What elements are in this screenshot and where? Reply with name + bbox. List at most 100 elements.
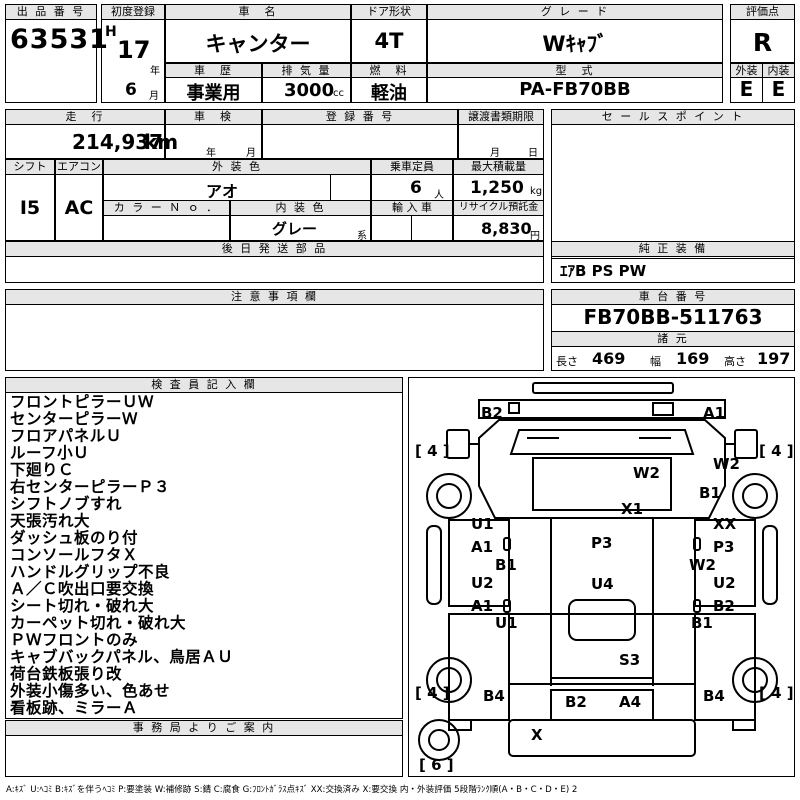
transfer-day-unit: 日 <box>528 148 538 159</box>
mark-a1-left-bed: A1 <box>471 597 494 615</box>
inspector-remark: 荷台鉄板張り改 <box>10 665 123 683</box>
inspector-remark: フロントピラーＵＷ <box>10 393 155 411</box>
genuine-label: 純 正 装 備 <box>551 241 795 257</box>
lot-label: 出 品 番 号 <box>5 4 97 20</box>
inspector-remark: 外装小傷多い、色あせ <box>10 682 171 700</box>
history-label: 車 歴 <box>165 63 262 78</box>
mark-b2-front-left: B2 <box>481 404 503 422</box>
score-int: E <box>771 77 786 101</box>
reg-no-label: 登 録 番 号 <box>262 109 458 125</box>
car-name-cell <box>165 19 351 63</box>
transfer-label: 譲渡書類期限 <box>458 109 544 125</box>
specs-height-label: 高さ <box>724 355 746 368</box>
color-no-cell <box>103 215 230 241</box>
mark-w2-windshield: W2 <box>633 464 660 482</box>
car-name: キャンター <box>205 32 311 56</box>
vehicle-outline <box>418 382 778 761</box>
legend: A:ｷｽﾞ U:ﾍｺﾐ B:ｷｽﾞを伴うﾍｺﾐ P:要塗装 W:補修跡 S:錆 … <box>6 785 578 795</box>
sales-point-label: セ ー ル ス ポ イ ン ト <box>551 109 795 125</box>
int-color-cell <box>230 215 371 241</box>
mark-u2-right-bed: U2 <box>713 574 736 592</box>
recycle-unit: 円 <box>530 231 540 242</box>
mileage-value: 214,937 <box>72 130 164 154</box>
specs-width: 169 <box>676 349 710 368</box>
grade-label: グ レ ー ド <box>427 4 723 20</box>
lot-cell <box>5 19 97 103</box>
mark-b1-left-pillar: B1 <box>495 556 517 574</box>
first-reg-month: 6 <box>125 80 137 100</box>
capacity-label: 乗車定員 <box>371 159 453 175</box>
inspector-remark: キャブバックパネル、鳥居ＡＵ <box>10 648 234 666</box>
mark-u1-left-lower: U1 <box>495 614 518 632</box>
inspector-remark: カーペット切れ・破れ大 <box>10 614 187 632</box>
doors-value: 4T <box>374 29 404 53</box>
sales-point-cell <box>551 124 795 259</box>
mark-p3-roof: P3 <box>591 534 613 552</box>
recycle-label: リサイクル預託金 <box>453 200 544 216</box>
specs-height: 197 <box>757 349 791 368</box>
specs-length-label: 長さ <box>556 355 578 368</box>
score-int-label: 内装 <box>762 63 795 78</box>
mileage-unit: km <box>144 130 179 154</box>
mark-s3-bed-floor: S3 <box>619 651 641 669</box>
transfer-cell <box>458 124 544 159</box>
fuel-value: 軽油 <box>371 83 407 104</box>
chassis-value: FB70BB-511763 <box>583 305 763 329</box>
displacement-cell <box>262 77 351 103</box>
inspection-cell <box>165 124 262 159</box>
fuel-cell <box>351 77 427 103</box>
mark-a1-left-door: A1 <box>471 538 494 556</box>
tire-front-left-label: [ 4 ] <box>415 442 450 460</box>
later-parts-cell <box>5 256 544 283</box>
inspector-cell <box>5 392 403 719</box>
tire-spare-label: [ 6 ] <box>419 756 454 774</box>
ext-color-label: 外 装 色 <box>103 159 371 175</box>
lot-number: 63531 <box>10 24 109 55</box>
aircon-label: エアコン <box>55 159 103 175</box>
score-ext-label: 外装 <box>730 63 763 78</box>
inspector-remark: 下廻りＣ <box>10 461 75 479</box>
inspector-remark: コンソールフタＸ <box>10 546 139 564</box>
mark-p3-right-door: P3 <box>713 538 735 556</box>
first-reg-label: 初度登録 <box>101 4 165 20</box>
import-cell-2 <box>411 215 453 241</box>
mark-b2-rear-center: B2 <box>565 693 587 711</box>
mark-a1-front-right: A1 <box>703 404 726 422</box>
score-ext: E <box>739 77 754 101</box>
mark-b4-left-rear: B4 <box>483 687 505 705</box>
mark-u2-left-bed: U2 <box>471 574 494 592</box>
mark-x1-hood: X1 <box>621 500 644 518</box>
inspector-remark: シフトノブすれ <box>10 495 123 513</box>
inspector-label: 検 査 員 記 入 欄 <box>5 377 403 393</box>
color-no-label: カ ラ ー Ｎ ｏ ． <box>103 200 230 216</box>
history-cell <box>165 77 262 103</box>
inspector-remark: Ａ／Ｃ吹出口要交換 <box>10 580 155 598</box>
score-int-cell <box>762 77 795 103</box>
office-label: 事 務 局 よ り ご 案 内 <box>5 720 403 736</box>
inspector-remark: 右センターピラーＰ３ <box>10 478 171 496</box>
later-parts-label: 後 日 発 送 部 品 <box>5 241 544 257</box>
grade-value: Wｷｬﾌﾞ <box>542 32 608 56</box>
score-cell <box>730 19 795 63</box>
int-color-suffix: 系 <box>357 231 367 242</box>
inspection-month-unit: 月 <box>246 148 256 159</box>
model-value: PA-FB70BB <box>519 79 631 100</box>
mark-b2-right-bed: B2 <box>713 597 735 615</box>
import-cell <box>371 215 412 241</box>
mark-xx-right-door: XX <box>713 515 737 533</box>
office-cell <box>5 735 403 777</box>
specs-label: 諸 元 <box>551 331 795 347</box>
ext-color-extra-cell <box>330 174 371 201</box>
max-load-value: 1,250 <box>470 178 524 198</box>
mark-b1-right-fender: B1 <box>699 484 721 502</box>
mark-a4-rear-center: A4 <box>619 693 642 711</box>
specs-cell <box>551 346 795 371</box>
mileage-label: 走 行 <box>5 109 165 125</box>
aircon-value: AC <box>64 197 94 219</box>
inspector-remark: ハンドルグリップ不良 <box>10 563 171 581</box>
int-color-label: 内 装 色 <box>230 200 371 216</box>
recycle-value: 8,830 <box>481 219 532 238</box>
import-label: 輸 入 車 <box>371 200 453 216</box>
reg-no-cell <box>262 124 458 159</box>
shift-label: シフト <box>5 159 55 175</box>
